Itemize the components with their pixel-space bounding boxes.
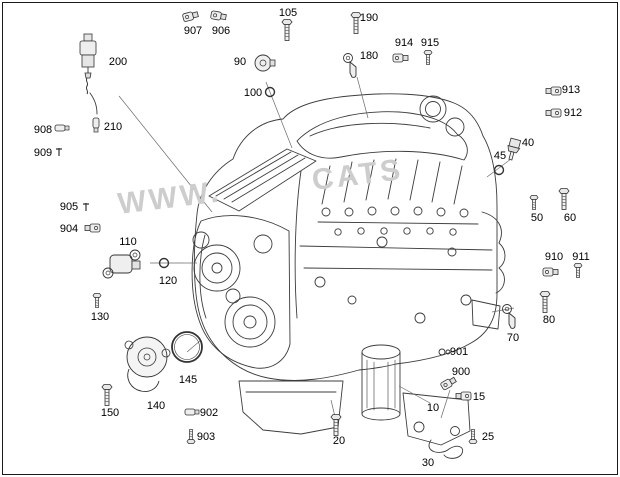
part-label-905: 905 (59, 201, 79, 213)
plug-icon (184, 407, 200, 417)
clip-icon (54, 147, 64, 157)
part-label-30: 30 (421, 457, 435, 469)
sensor-icon (544, 84, 562, 98)
part-label-901: 901 (449, 346, 469, 358)
o-ring-icon (493, 164, 505, 176)
sensor-icon (180, 7, 201, 25)
screw-icon (186, 428, 196, 444)
part-label-915: 915 (420, 37, 440, 49)
o-ring-icon (264, 86, 276, 98)
part-label-110: 110 (119, 236, 137, 248)
part-label-130: 130 (90, 311, 110, 323)
camshaft-sensor-icon (342, 53, 362, 79)
sensor-icon (438, 372, 461, 393)
plug-icon (54, 123, 70, 133)
part-label-60: 60 (563, 212, 577, 224)
part-label-10: 10 (426, 402, 440, 414)
camshaft-sensor-assembly-icon (102, 247, 142, 281)
part-label-105: 105 (278, 7, 298, 19)
part-label-210: 210 (103, 121, 123, 133)
gasket-ring-icon (170, 330, 204, 364)
bolt-icon (350, 12, 362, 36)
part-label-25: 25 (481, 431, 495, 443)
part-label-50: 50 (530, 212, 544, 224)
sensor-icon (209, 8, 229, 25)
part-label-914: 914 (394, 37, 414, 49)
part-label-150: 150 (100, 407, 120, 419)
part-label-906: 906 (211, 25, 231, 37)
part-label-908: 908 (33, 124, 53, 136)
part-label-120: 120 (158, 275, 178, 287)
clip-icon (81, 202, 91, 212)
part-label-904: 904 (59, 223, 79, 235)
part-label-45: 45 (493, 150, 507, 162)
solenoid-valve-icon (75, 33, 101, 95)
part-label-910: 910 (544, 251, 564, 263)
bolt-icon (101, 384, 113, 408)
screw-icon (468, 428, 478, 444)
camshaft-solenoid-icon (254, 52, 276, 74)
sensor-icon (544, 106, 562, 120)
part-label-902: 902 (199, 407, 219, 419)
part-label-40: 40 (521, 137, 535, 149)
sensor-icon (83, 221, 101, 235)
vacuum-pump-icon (121, 333, 175, 395)
part-label-15: 15 (472, 391, 486, 403)
part-label-145: 145 (178, 374, 198, 386)
bolt-icon (281, 19, 293, 43)
o-ring-icon (158, 257, 170, 269)
bolt-icon (330, 414, 342, 438)
part-label-100: 100 (243, 87, 263, 99)
screw-icon (573, 263, 583, 279)
grommet-icon (438, 347, 452, 357)
part-label-900: 900 (451, 366, 471, 378)
part-label-909: 909 (33, 147, 53, 159)
screw-icon (423, 50, 433, 66)
part-label-190: 190 (359, 12, 379, 24)
connector-icon (91, 117, 101, 133)
part-label-911: 911 (572, 251, 590, 263)
bolt-icon (558, 188, 570, 212)
sensor-icon (392, 51, 410, 65)
part-label-907: 907 (183, 25, 203, 37)
screw-icon (92, 293, 102, 309)
part-label-913: 913 (561, 84, 581, 96)
part-label-180: 180 (359, 50, 379, 62)
sensor-icon (454, 389, 472, 403)
temperature-sensor-icon (502, 136, 524, 163)
part-label-70: 70 (506, 332, 520, 344)
bolt-icon (539, 291, 551, 315)
crankshaft-sensor-icon (501, 304, 521, 330)
screw-icon (529, 195, 539, 211)
part-label-140: 140 (146, 400, 166, 412)
part-label-903: 903 (196, 431, 216, 443)
part-label-20: 20 (332, 435, 346, 447)
sensor-icon (542, 265, 560, 279)
part-label-200: 200 (108, 56, 128, 68)
part-label-912: 912 (563, 107, 583, 119)
part-label-80: 80 (542, 314, 556, 326)
part-label-90: 90 (233, 56, 247, 68)
